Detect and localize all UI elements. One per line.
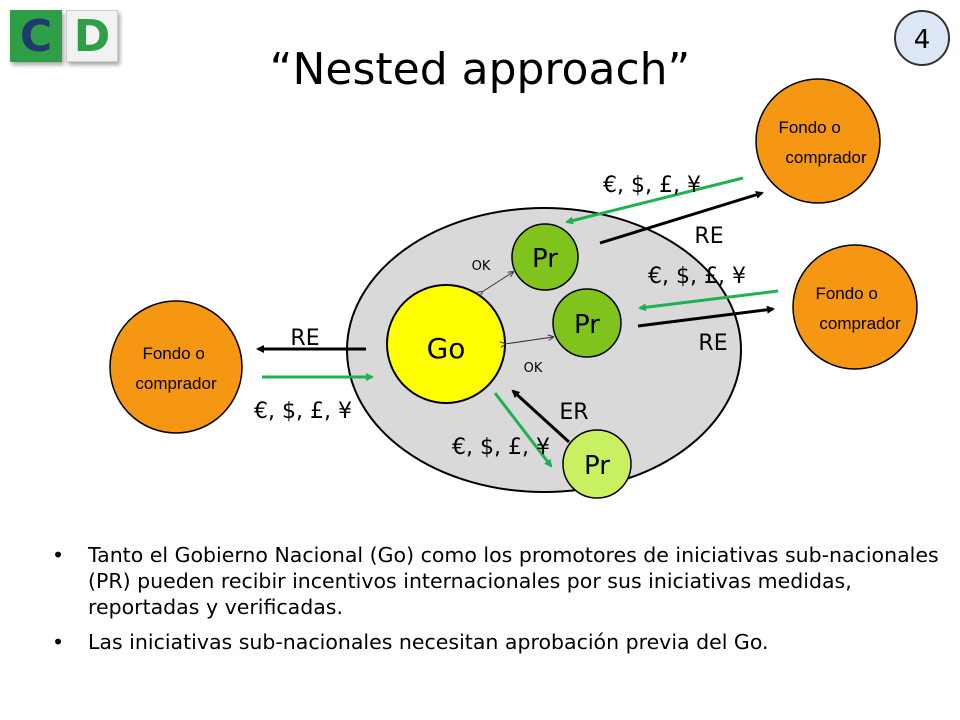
go-label: Go bbox=[427, 332, 466, 365]
bullet-item-2: Las iniciativas sub-nacionales necesitan… bbox=[50, 630, 950, 656]
pr-node-bottom bbox=[562, 429, 632, 499]
pr-node-middle bbox=[552, 288, 622, 358]
bullet-item-1: Tanto el Gobierno Nacional (Go) como los… bbox=[50, 543, 950, 620]
page-number: 4 bbox=[914, 25, 931, 55]
fondo-middle-right-line2: comprador bbox=[819, 314, 901, 333]
ok-arrow-middle bbox=[505, 337, 553, 344]
slide-title: “Nested approach” bbox=[269, 44, 691, 95]
report-arrow-middle-right bbox=[637, 305, 775, 328]
currency-label-top-right: €, $, £, ¥ bbox=[603, 173, 701, 198]
re-label-middle-right: RE bbox=[698, 331, 727, 356]
logo-letter-d: D bbox=[66, 10, 118, 62]
logo-letter-c: C bbox=[10, 10, 62, 62]
logo-letter-c-text: C bbox=[19, 10, 53, 62]
pr-node-top bbox=[511, 223, 579, 291]
currency-label-middle-right: €, $, £, ¥ bbox=[648, 264, 746, 289]
currency-label-left: €, $, £, ¥ bbox=[254, 399, 352, 424]
er-label: ER bbox=[559, 400, 588, 425]
currency-label-bottom: €, $, £, ¥ bbox=[452, 435, 550, 460]
fondo-label-top-right: Fondo o comprador bbox=[778, 118, 867, 167]
ok-arrow-top bbox=[482, 272, 513, 292]
fondo-middle-right-line1: Fondo o bbox=[815, 284, 877, 303]
pr-label-bottom: Pr bbox=[584, 451, 610, 481]
fondo-label-left: Fondo o comprador bbox=[135, 344, 217, 393]
re-label-left: RE bbox=[290, 326, 319, 351]
fondo-node-left bbox=[109, 300, 243, 434]
fondo-top-right-line1: Fondo o bbox=[778, 118, 840, 137]
page-number-badge bbox=[894, 10, 950, 66]
ok-label-middle: OK bbox=[524, 361, 543, 376]
logo-letter-d-text: D bbox=[73, 10, 111, 62]
re-label-top-right: RE bbox=[694, 224, 723, 249]
payment-arrow-bottom bbox=[493, 392, 553, 468]
er-arrow-bottom bbox=[511, 389, 571, 444]
fondo-node-middle-right bbox=[792, 244, 918, 370]
fondo-top-right-line2: comprador bbox=[785, 148, 867, 167]
report-arrow-top-right bbox=[599, 190, 764, 245]
bullet-list: Tanto el Gobierno Nacional (Go) como los… bbox=[50, 543, 950, 666]
fondo-label-middle-right: Fondo o comprador bbox=[815, 284, 901, 333]
fondo-left-line1: Fondo o bbox=[142, 344, 204, 363]
pr-label-middle: Pr bbox=[574, 310, 600, 340]
ok-label-top: OK bbox=[472, 259, 491, 274]
payment-arrow-top-right bbox=[565, 176, 744, 225]
payment-arrow-middle-right bbox=[638, 289, 779, 312]
pr-label-top: Pr bbox=[532, 244, 558, 274]
fondo-left-line2: comprador bbox=[135, 374, 217, 393]
fondo-node-top-right bbox=[755, 78, 881, 204]
